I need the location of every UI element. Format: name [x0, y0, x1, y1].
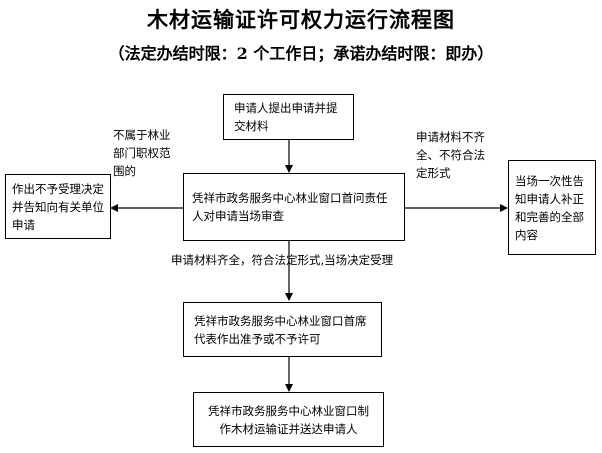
issue-node: 凭祥市政务服务中心林业窗口制作木材运输证并送达申请人	[193, 392, 384, 447]
decide-node: 凭祥市政务服务中心林业窗口首席代表作出准予或不予许可	[183, 302, 382, 357]
page-title: 木材运输证许可权力运行流程图	[147, 7, 455, 32]
label-complete: 申请材料齐全，符合法定形式,当场决定受理	[171, 253, 394, 267]
supplement-node: 当场一次性告知申请人补正和完善的全部内容	[508, 160, 596, 255]
label-not-forestry: 不属于林业部门职权范围的	[113, 128, 171, 178]
label-incomplete: 申请材料不齐全、不符合法定形式	[416, 130, 485, 180]
review-node: 凭祥市政务服务中心林业窗口首问责任人对申请当场审查	[183, 173, 405, 241]
page-subtitle: （法定办结时限：2 个工作日；承诺办结时限：即办）	[108, 44, 494, 63]
apply-node: 申请人提出申请并提交材料	[223, 94, 354, 140]
reject-node: 作出不予受理决定并告知向有关单位申请	[5, 174, 111, 239]
